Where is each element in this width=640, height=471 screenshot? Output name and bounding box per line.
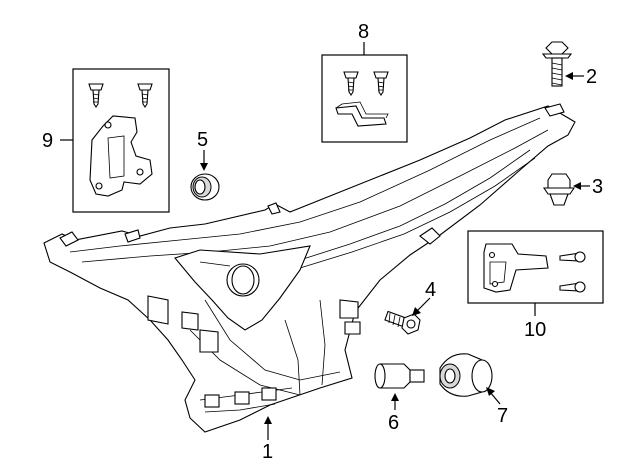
callout-7: 7: [497, 405, 508, 427]
socket-icon: [439, 353, 493, 397]
callout-10: 10: [524, 319, 546, 341]
bracket-kit-box-8: [321, 54, 408, 143]
bracket-kit-box-10: [467, 230, 604, 304]
screw-icon: [137, 83, 153, 108]
callout-5: 5: [197, 129, 208, 151]
grommet-icon: [190, 173, 220, 201]
clip-icon: [542, 173, 576, 206]
callout-9: 9: [42, 130, 53, 152]
screw-icon: [88, 83, 104, 108]
bolt-icon: [541, 41, 573, 87]
headlamp-assembly: [43, 103, 576, 433]
bolt-icon: [384, 310, 421, 335]
screw-icon: [559, 251, 586, 263]
callout-1: 1: [262, 441, 273, 463]
callout-8: 8: [358, 21, 369, 43]
bulb-icon: [374, 363, 425, 389]
screw-icon: [559, 281, 586, 293]
callout-6: 6: [388, 412, 399, 434]
screw-icon: [373, 71, 389, 96]
bracket-kit-box-9: [72, 68, 170, 213]
callout-3: 3: [592, 176, 603, 198]
callout-4: 4: [425, 279, 436, 301]
screw-icon: [343, 71, 359, 96]
callout-2: 2: [586, 66, 597, 88]
leader-lines: [60, 42, 590, 440]
